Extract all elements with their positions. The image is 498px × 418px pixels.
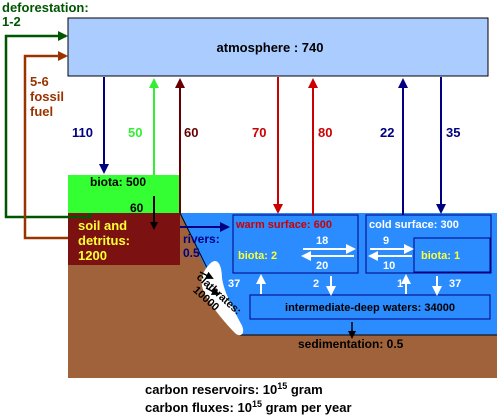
atmosphere-box [67, 17, 489, 77]
cold-internal-value-1: 9 [383, 235, 389, 247]
warm-surface-label: warm surface: 600 [235, 219, 332, 231]
fossil-fuel-arrow [23, 51, 68, 240]
warm-to-deep-value: 2 [313, 278, 319, 290]
land-biota-label: biota: 500 [90, 175, 146, 189]
soil-box [68, 213, 180, 265]
warm-to-cold-value: 18 [316, 235, 328, 247]
clathrates-deposit [201, 260, 244, 336]
warm-to-atm-value: 80 [318, 125, 332, 140]
biota-to-atm-value: 50 [128, 125, 142, 140]
deep-to-cold-value: 1 [397, 278, 403, 290]
deep-waters-label: intermediate-deep waters: 34000 [285, 302, 455, 314]
land-biota-box [68, 175, 180, 213]
atm-to-biota-value: 110 [72, 125, 93, 140]
deforestation-label-2: 1-2 [2, 14, 21, 29]
soil-label-1: soil and [78, 218, 127, 233]
rivers-label-2: 0.5 [183, 246, 200, 260]
rivers-label-1: rivers: [183, 232, 220, 246]
sedimentation-label: sedimentation: 0.5 [298, 337, 404, 351]
cold-biota-box [413, 237, 491, 273]
cold-to-deep-value: 37 [449, 278, 461, 290]
soil-to-atm-value: 60 [184, 125, 198, 140]
cold-biota-label: biota: 1 [421, 250, 460, 262]
cold-to-atm-value: 22 [380, 125, 394, 140]
deep-to-warm-value: 37 [228, 278, 240, 290]
cold-surface-box [365, 214, 492, 274]
atmosphere-label: atmosphere : 740 [217, 40, 324, 55]
cold-to-warm-value: 20 [316, 260, 328, 272]
footer-fluxes: carbon fluxes: 1015 gram per year [145, 399, 352, 415]
clathrate-arrow-1 [199, 271, 214, 279]
deforestation-label-1: deforestation: [2, 0, 89, 15]
warm-surface-box [232, 214, 359, 274]
cold-internal-value-2: 10 [383, 260, 395, 272]
warm-biota-label: biota: 2 [238, 250, 277, 262]
soil-label-3: 1200 [78, 248, 107, 263]
fossil-fuel-label-1: 5-6 [30, 74, 49, 89]
cold-surface-label: cold surface: 300 [369, 219, 459, 231]
deforestation-arrow [4, 31, 92, 219]
biota-to-soil-value: 60 [130, 201, 144, 215]
fossil-fuel-label-3: fuel [30, 104, 53, 119]
atm-to-warm-value: 70 [252, 125, 266, 140]
soil-label-2: detritus: [78, 233, 130, 248]
footer-reservoirs: carbon reservoirs: 1015 gram [145, 381, 323, 397]
ocean-slope [180, 213, 240, 335]
fossil-fuel-label-2: fossil [30, 89, 64, 104]
atm-to-cold-value: 35 [446, 125, 460, 140]
clathrate-arrow-2 [205, 287, 220, 295]
deep-waters-box [249, 294, 491, 320]
